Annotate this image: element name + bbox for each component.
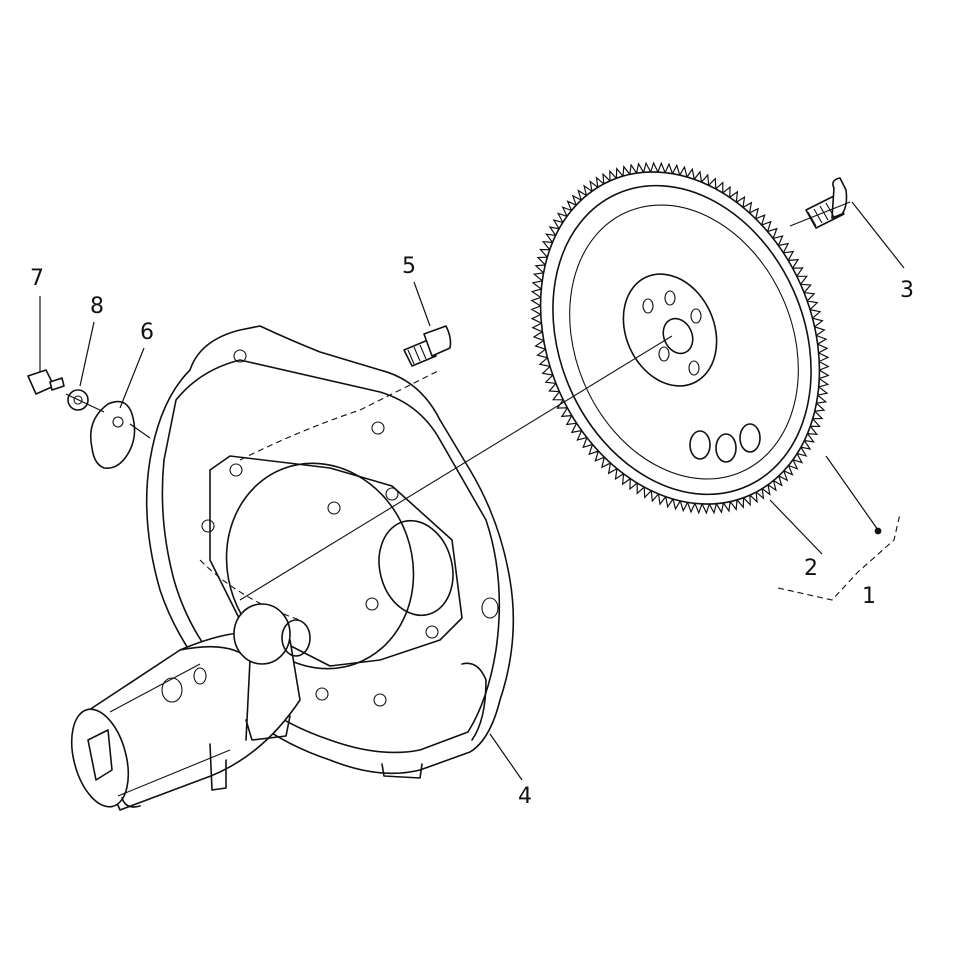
- leader-lines: [39, 201, 905, 781]
- housing-bolt-holes: [201, 349, 499, 707]
- cap-screw: [27, 369, 65, 395]
- hidden-lines: [199, 369, 441, 621]
- balance-holes: [689, 423, 761, 463]
- housing-bolt: [403, 325, 452, 367]
- callout-7: 7: [30, 266, 44, 291]
- callout-3: 3: [900, 278, 914, 303]
- callout-8: 8: [90, 294, 104, 319]
- cover-plate: [89, 400, 136, 469]
- starter-motor: [70, 603, 311, 811]
- callout-6: 6: [140, 320, 154, 345]
- callout-1: 1: [862, 584, 876, 609]
- callout-2: 2: [804, 556, 818, 581]
- flywheel-ring-gear: [530, 161, 830, 515]
- assembly-center-line: [239, 335, 673, 601]
- callout-5: 5: [402, 254, 416, 279]
- flywheel-bolt: [805, 177, 848, 229]
- hub-bolt-holes: [642, 290, 702, 376]
- callout-4: 4: [518, 784, 532, 809]
